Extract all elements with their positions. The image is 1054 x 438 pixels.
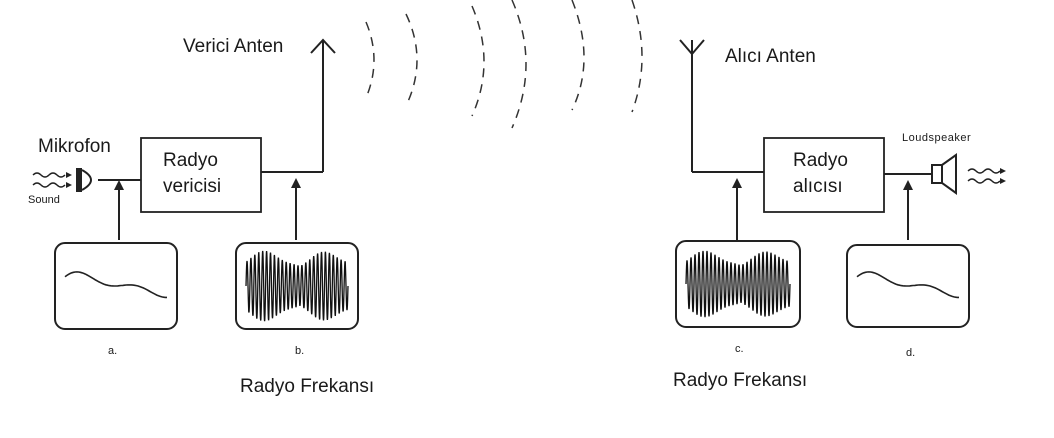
audio-out-arrow <box>903 180 913 240</box>
receive-antenna-icon <box>679 39 705 172</box>
transmit-antenna-icon <box>310 38 336 172</box>
radio-transmitter-box <box>140 137 262 213</box>
microphone-label: Mikrofon <box>38 136 111 157</box>
receiver-label-line2: alıcısı <box>793 176 843 197</box>
scope-a-label: a. <box>108 345 117 357</box>
transmit-antenna-label: Verici Anten <box>183 36 283 57</box>
wave-arc-4 <box>511 0 527 129</box>
sound-out-icon <box>967 168 1006 184</box>
scope-b-label: b. <box>295 345 304 357</box>
receiver-label-line1: Radyo <box>793 150 848 171</box>
rf-signal-arrow-right <box>732 178 742 240</box>
microphone-icon <box>76 168 92 192</box>
scope-d-label: d. <box>906 347 915 359</box>
scope-c-label: c. <box>735 343 744 355</box>
rf-signal-arrow-left <box>291 178 301 240</box>
audio-waveform-d <box>856 271 959 299</box>
transmitter-label-line1: Radyo <box>163 150 218 171</box>
wave-arc-2 <box>405 13 418 107</box>
rf-waveform-b <box>245 250 349 322</box>
sound-in-label: Sound <box>28 194 60 206</box>
radio-waves <box>365 0 643 129</box>
wave-arc-1 <box>365 21 375 99</box>
sound-in-icon <box>32 172 72 188</box>
transmitter-label-line2: vericisi <box>163 176 221 197</box>
rf-label-right: Radyo Frekansı <box>673 370 807 391</box>
wave-arc-5 <box>571 0 585 111</box>
receive-antenna-label: Alıcı Anten <box>725 46 816 67</box>
rf-label-left: Radyo Frekansı <box>240 376 374 397</box>
loudspeaker-icon <box>931 153 957 195</box>
wave-arc-6 <box>631 0 643 113</box>
audio-waveform-a <box>64 271 167 299</box>
wave-arc-3 <box>471 5 485 117</box>
loudspeaker-label: Loudspeaker <box>902 132 971 144</box>
audio-signal-arrow <box>114 180 124 240</box>
rf-waveform-c <box>685 250 791 318</box>
